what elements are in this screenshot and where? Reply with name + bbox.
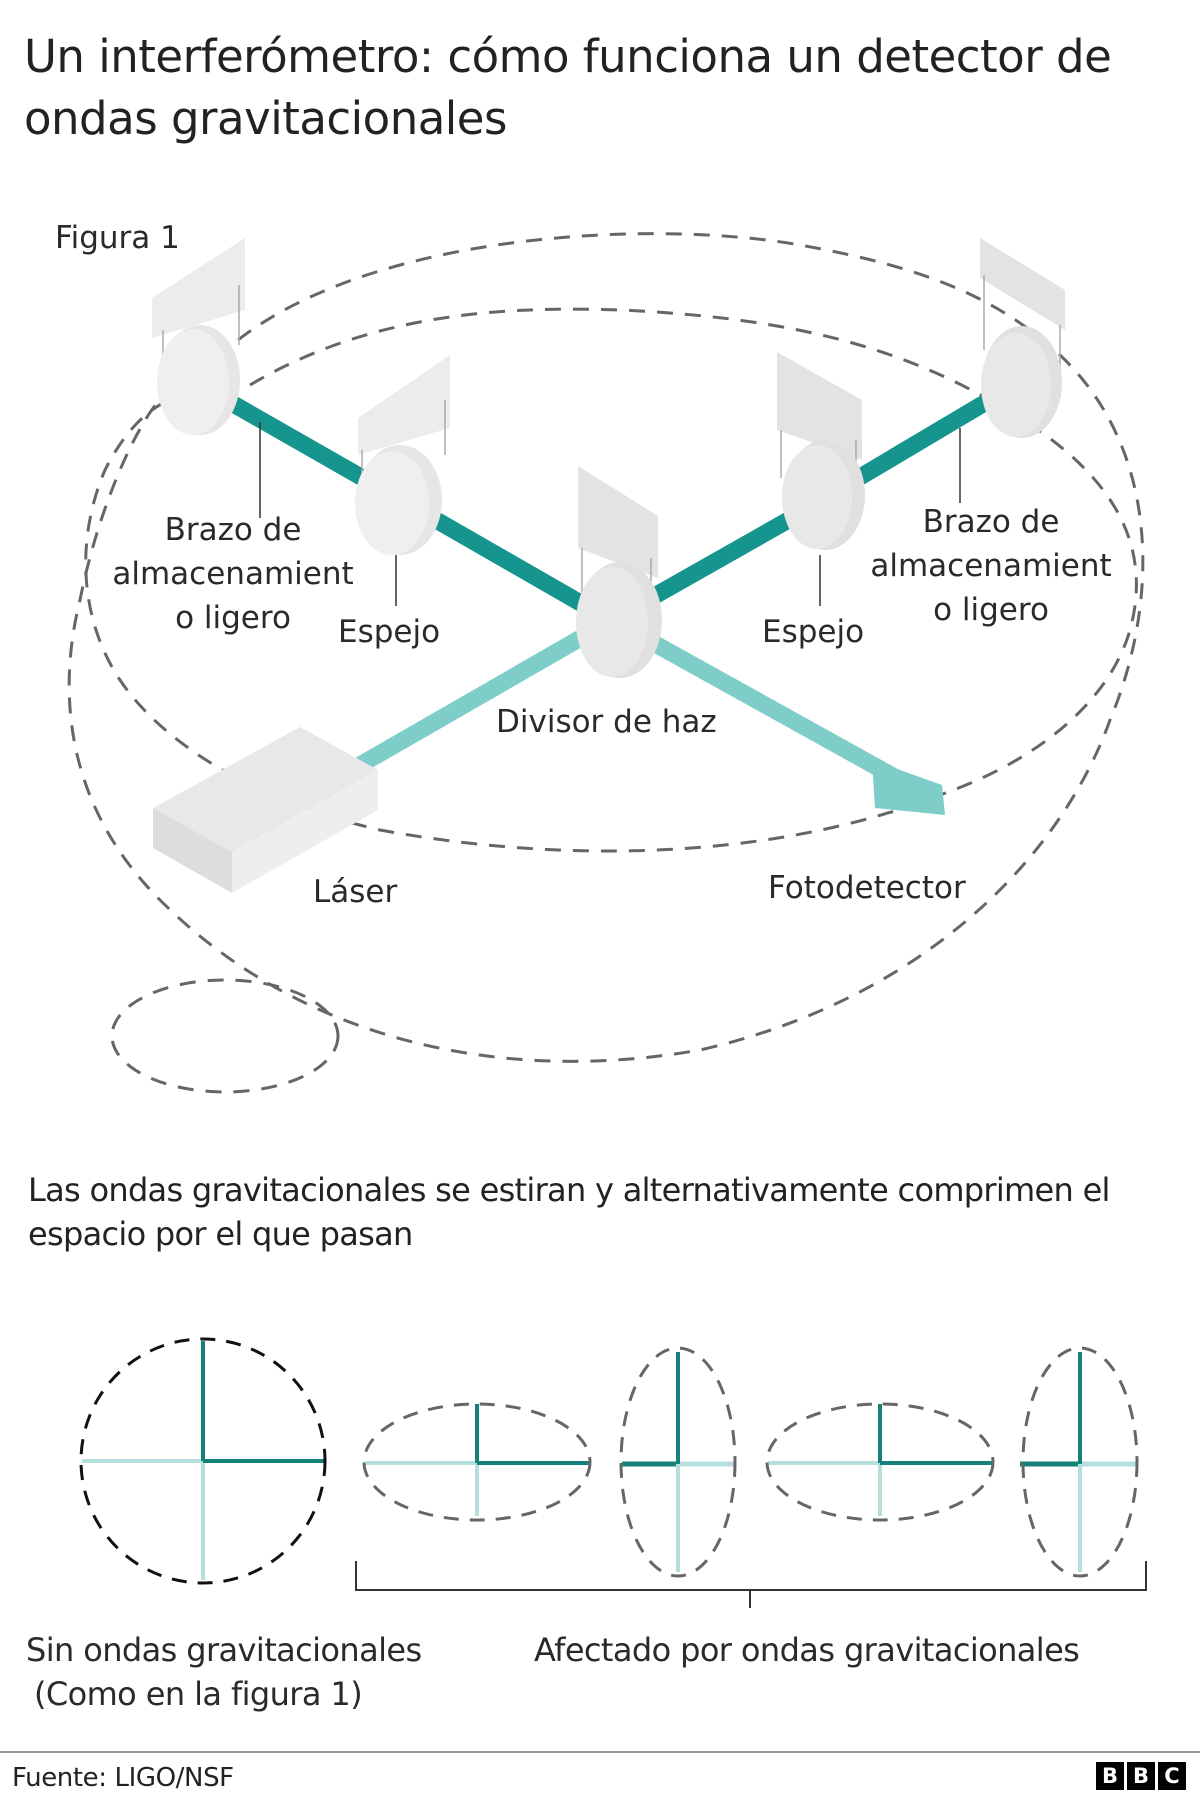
affected-bracket — [355, 1561, 1147, 1608]
mirror-far-left — [152, 238, 245, 435]
label-arm-left: Brazo de almacenamient o ligero — [88, 508, 378, 640]
label-affected: Afectado por ondas gravitacionales — [534, 1631, 1080, 1669]
photodetector-arrow — [872, 760, 945, 815]
wave-small-dashed — [110, 978, 340, 1094]
state-unaffected — [79, 1337, 327, 1585]
bbc-logo-letter: B — [1096, 1762, 1124, 1790]
output-beam — [607, 612, 905, 788]
label-unaffected-line1: Sin ondas gravitacionales — [26, 1631, 422, 1669]
bbc-logo-letter: B — [1127, 1762, 1155, 1790]
label-unaffected: Sin ondas gravitacionales (Como en la fi… — [26, 1628, 422, 1716]
footer-divider — [0, 1751, 1200, 1753]
label-arm-right: Brazo de almacenamient o ligero — [846, 500, 1136, 632]
wave-inner-dashed — [84, 307, 1138, 853]
label-arm-left-line2: almacenamient — [112, 556, 354, 592]
label-laser: Láser — [313, 874, 398, 910]
mirror-left — [355, 355, 450, 555]
label-arm-left-line3: o ligero — [175, 600, 291, 636]
source-credit: Fuente: LIGO/NSF — [12, 1763, 234, 1793]
beam-splitter — [576, 466, 662, 678]
arm-left-inner-beam — [401, 496, 619, 629]
label-arm-left-line1: Brazo de — [164, 512, 302, 548]
label-photodetector: Fotodetector — [768, 870, 966, 906]
label-arm-right-line1: Brazo de — [922, 504, 1060, 540]
caption: Las ondas gravitacionales se estiran y a… — [28, 1171, 1110, 1253]
label-unaffected-line2: (Como en la figura 1) — [34, 1675, 363, 1713]
label-mirror-right: Espejo — [762, 614, 865, 650]
page-title: Un interferómetro: cómo funciona un dete… — [24, 30, 1112, 145]
label-arm-right-line2: almacenamient — [870, 548, 1112, 584]
state-horizontal-2 — [765, 1402, 995, 1522]
bbc-logo-letter: C — [1158, 1762, 1186, 1790]
bbc-logo: B B C — [1096, 1762, 1186, 1790]
laser-box — [153, 727, 378, 893]
laser-beam — [355, 612, 617, 773]
label-arm-right-line3: o ligero — [933, 592, 1049, 628]
figure-label: Figura 1 — [55, 220, 180, 256]
state-vertical-2 — [1020, 1346, 1139, 1578]
state-horizontal-1 — [362, 1402, 592, 1522]
mirror-far-right — [980, 238, 1065, 438]
label-beam-splitter: Divisor de haz — [496, 704, 717, 740]
mirror-right — [777, 352, 865, 550]
state-vertical-1 — [619, 1346, 737, 1578]
label-mirror-left: Espejo — [338, 614, 441, 650]
